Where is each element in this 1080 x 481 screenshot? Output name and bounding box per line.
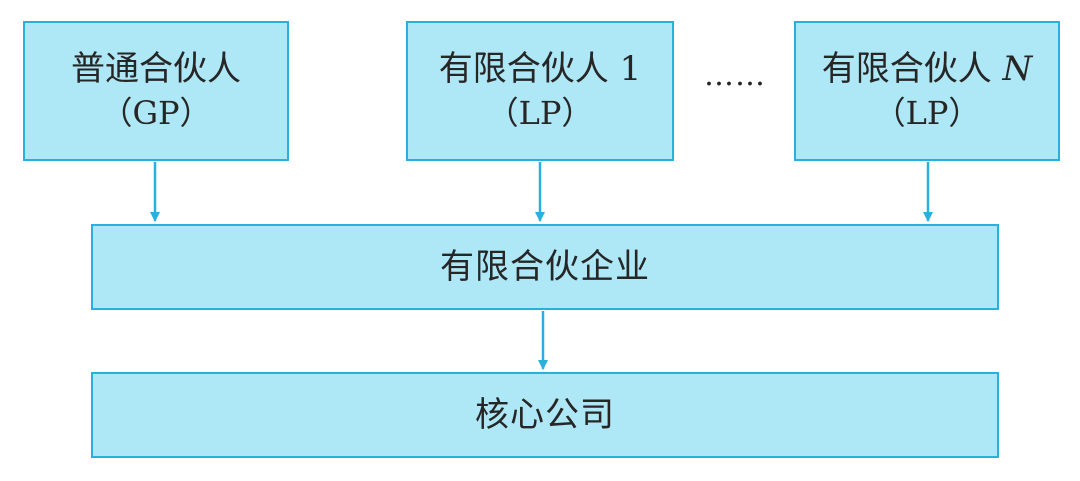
limited-partner-1-index: 1 [619,49,642,89]
core-company-label: 核心公司 [475,395,615,435]
limited-partner-1-code: （LP） [486,94,594,132]
limited-partner-n-box: 有限合伙人 N （LP） [794,21,1060,161]
limited-partnership-box: 有限合伙企业 [91,224,999,310]
limited-partner-n-name-text: 有限合伙人 [821,49,992,89]
limited-partner-1-name-text: 有限合伙人 [438,49,609,89]
general-partner-name-text: 普通合伙人 [71,49,241,89]
limited-partner-n-index: N [1002,49,1033,89]
core-company-box: 核心公司 [91,372,999,458]
general-partner-box: 普通合伙人 （GP） [23,21,289,161]
limited-partnership-label: 有限合伙企业 [440,247,650,287]
limited-partner-1-box: 有限合伙人 1 （LP） [406,21,674,161]
limited-partner-1-name: 有限合伙人 1 [439,47,641,91]
ellipsis: …… [704,58,766,93]
general-partner-code: （GP） [100,94,212,132]
general-partner-name: 普通合伙人 [71,47,241,91]
limited-partner-n-name: 有限合伙人 N [822,47,1033,91]
limited-partner-n-code: （LP） [873,94,981,132]
